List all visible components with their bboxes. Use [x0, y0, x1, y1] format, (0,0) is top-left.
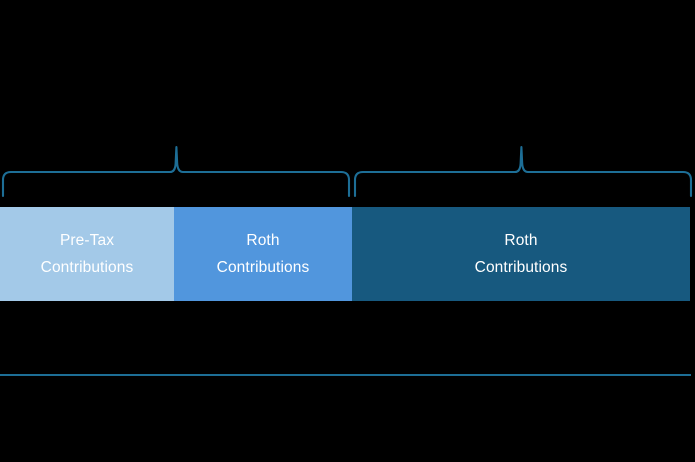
segment-roth-contributions-medium[interactable]: Roth Contributions — [174, 207, 352, 301]
segment-label-roth-medium: Roth Contributions — [216, 232, 310, 276]
segmented-bar: Pre-Tax Contributions Roth Contributions… — [0, 207, 695, 301]
bottom-divider-rule — [0, 374, 691, 376]
segment-roth-contributions-dark[interactable]: Roth Contributions — [352, 207, 690, 301]
right-bracket — [353, 145, 693, 198]
segment-pre-tax-contributions[interactable]: Pre-Tax Contributions — [0, 207, 174, 301]
segment-label-pre-tax: Pre-Tax Contributions — [40, 232, 134, 276]
bracket-group — [1, 145, 693, 198]
segment-label-roth-dark: Roth Contributions — [474, 232, 568, 276]
right-bracket-path — [353, 145, 693, 198]
left-bracket-path — [1, 145, 351, 198]
left-bracket — [1, 145, 351, 198]
